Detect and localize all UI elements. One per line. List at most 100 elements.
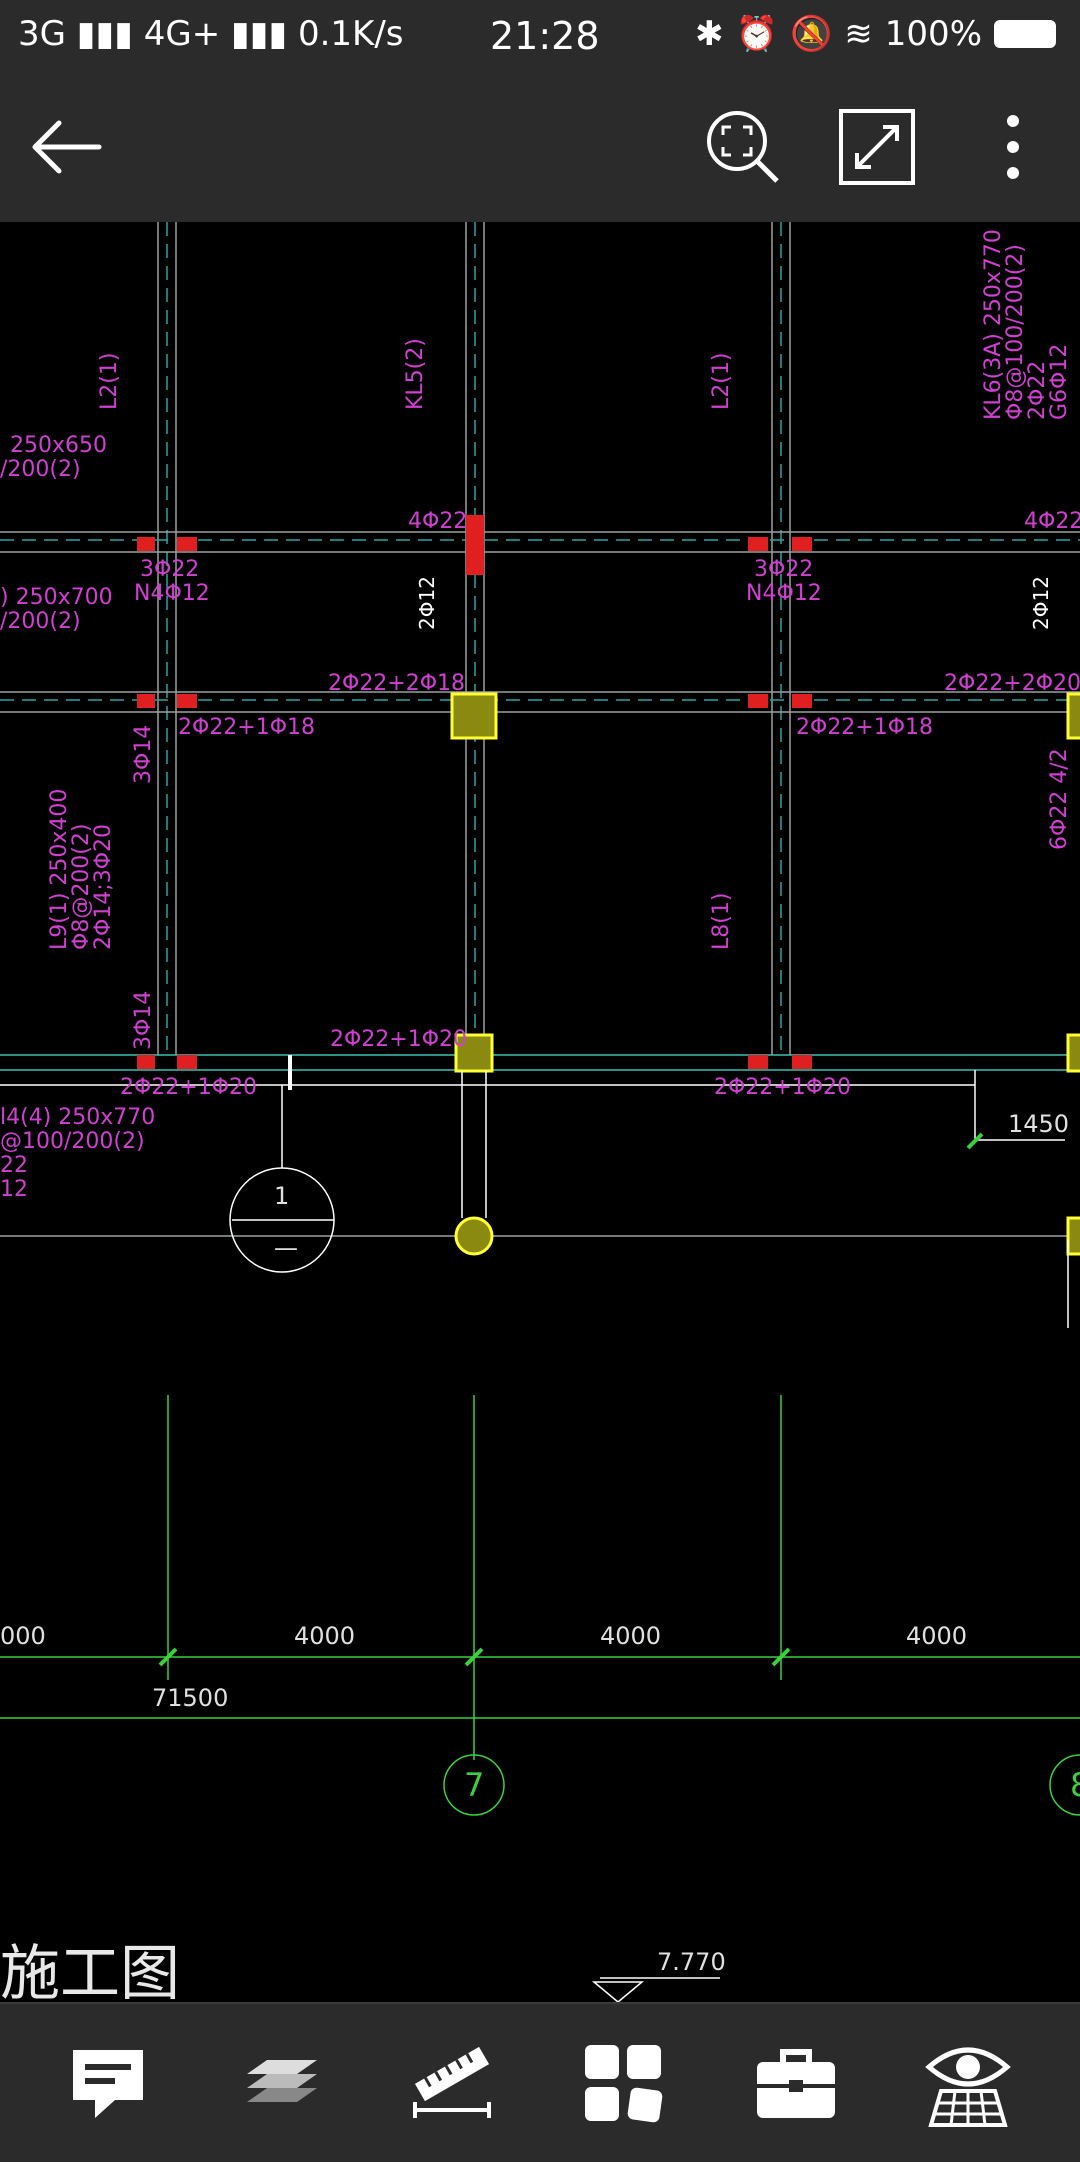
measure-icon [413, 2046, 491, 2118]
label-kl4: l4(4) 250x770 [0, 1105, 155, 1130]
toolbox-icon [757, 2049, 835, 2118]
clock: 21:28 [490, 14, 600, 58]
dim-71500: 71500 [152, 1684, 228, 1712]
dimension-lines [0, 1132, 1080, 1816]
layers-icon [247, 2060, 317, 2102]
label-2-12-b: 2Φ12 [1029, 576, 1053, 630]
axis-lines [0, 222, 1080, 1055]
more-vert-icon [1007, 115, 1019, 179]
label-3-22-b: 3Φ22 [754, 557, 813, 582]
speed-label: 0.1K/s [297, 14, 404, 54]
label-kl6-b: Φ8@100/200(2) [1003, 244, 1028, 420]
dim-4000-c: 4000 [906, 1622, 967, 1650]
cad-drawing[interactable]: L2(1) KL5(2) L2(1) KL6(3A) 250x770 Φ8@10… [0, 222, 1080, 2009]
label-4-22-b: 4Φ22 [1024, 509, 1080, 534]
dim-4000-b: 4000 [600, 1622, 661, 1650]
axis-7-label: 7 [464, 1766, 484, 1804]
zoom-extents-icon [707, 111, 779, 183]
label-kl4-d: 12 [0, 1177, 28, 1202]
label-2-22-20-top: 2Φ22+2Φ20 [944, 671, 1080, 696]
status-left: 3G ▮▮▮ 4G+ ▮▮▮ 0.1K/s [18, 14, 404, 54]
dim-4000-a: 4000 [294, 1622, 355, 1650]
rebar-side-text: 2Φ12 2Φ12 [415, 576, 1053, 630]
axis-labels: 7 8 [464, 1766, 1080, 1804]
battery-label: 100% [884, 14, 982, 54]
label-kl6: KL6(3A) 250x770 [981, 229, 1006, 420]
label-n4-b: N4Φ12 [746, 581, 822, 606]
label-beam-b2: /200(2) [0, 609, 81, 634]
dim-1450: 1450 [1008, 1110, 1069, 1138]
beam-lines [0, 531, 1080, 713]
label-l9: L9(1) 250x400 [47, 789, 72, 950]
label-2-22-1-18-b: 2Φ22+1Φ18 [796, 715, 933, 740]
elevation-value: 7.770 [657, 1948, 726, 1976]
label-beam-b: ) 250x700 [0, 585, 113, 610]
drawing-title: 施工图 [0, 1939, 180, 2002]
label-6-22: 6Φ22 4/2 [1047, 748, 1072, 850]
dimension-text: 1450 1 — 000 4000 4000 4000 71500 7.770 [0, 1110, 1069, 1976]
label-n4-a: N4Φ12 [134, 581, 210, 606]
label-2-22-1-20-a: 2Φ22+1Φ20 [330, 1027, 467, 1052]
toolbox-button[interactable] [746, 2034, 846, 2134]
bottom-toolbar [0, 2002, 1080, 2162]
label-l2-right: L2(1) [709, 353, 734, 410]
label-l9-c: 2Φ14;3Φ20 [91, 824, 116, 950]
columns [450, 692, 1080, 1256]
back-button[interactable] [22, 102, 112, 192]
comment-icon [73, 2050, 143, 2118]
label-l2-left: L2(1) [97, 353, 122, 410]
network-label: 3G [18, 14, 66, 54]
section-marker [229, 1055, 1069, 1328]
grid-apps-icon [585, 2045, 663, 2123]
signal2-icon: ▮▮▮ [231, 14, 288, 54]
edge-lines [0, 1054, 1080, 1071]
back-arrow-icon [32, 120, 102, 174]
section-number: 1 [274, 1182, 289, 1210]
label-l8: L8(1) [709, 893, 734, 950]
label-3-22-a: 3Φ22 [140, 557, 199, 582]
label-4-22-a: 4Φ22 [408, 509, 467, 534]
wifi-icon: ≋ [844, 14, 873, 54]
label-3-14-b: 3Φ14 [131, 991, 156, 1050]
label-beam-a2: /200(2) [0, 457, 81, 482]
dim-000: 000 [0, 1622, 46, 1650]
fullscreen-button[interactable] [832, 102, 922, 192]
annotation-text: L2(1) KL5(2) L2(1) KL6(3A) 250x770 Φ8@10… [0, 229, 1080, 1202]
label-2-22-1-20-b: 2Φ22+1Φ20 [120, 1075, 257, 1100]
battery-icon [994, 20, 1056, 48]
label-3-14-a: 3Φ14 [131, 725, 156, 784]
rebar-marks [137, 515, 812, 1069]
label-kl4-c: 22 [0, 1153, 28, 1178]
label-kl6-c: 2Φ22 [1025, 361, 1050, 420]
network2-label: 4G+ [143, 14, 221, 54]
label-kl4-b: @100/200(2) [0, 1129, 145, 1154]
status-right: ✱ ⏰ 🔕 ≋ 100% [695, 14, 1056, 54]
mute-icon: 🔕 [789, 14, 833, 54]
layers-button[interactable] [230, 2034, 330, 2134]
view-button[interactable] [918, 2034, 1018, 2134]
label-kl6-d: G6Φ12 [1047, 344, 1072, 420]
view-icon [925, 2047, 1011, 2127]
label-l9-b: Φ8@200(2) [69, 824, 94, 950]
fullscreen-icon [839, 109, 915, 185]
column-lines [157, 222, 791, 1055]
signal-icon: ▮▮▮ [76, 14, 133, 54]
drawing-canvas[interactable]: L2(1) KL5(2) L2(1) KL6(3A) 250x770 Φ8@10… [0, 222, 1080, 2009]
label-2-12-a: 2Φ12 [415, 576, 439, 630]
section-denominator: — [274, 1234, 298, 1262]
measure-button[interactable] [402, 2034, 502, 2134]
comment-button[interactable] [58, 2034, 158, 2134]
label-kl5: KL5(2) [403, 338, 428, 410]
zoom-extents-button[interactable] [698, 102, 788, 192]
more-options-button[interactable] [968, 102, 1058, 192]
apps-button[interactable] [574, 2034, 674, 2134]
elevation-marker [591, 1977, 720, 2003]
label-2-22-18-top: 2Φ22+2Φ18 [328, 671, 465, 696]
label-2-22-1-20-c: 2Φ22+1Φ20 [714, 1075, 851, 1100]
app-bar [0, 72, 1080, 222]
alarm-icon: ⏰ [735, 14, 778, 54]
bluetooth-icon: ✱ [695, 14, 724, 54]
status-bar: 3G ▮▮▮ 4G+ ▮▮▮ 0.1K/s 21:28 ✱ ⏰ 🔕 ≋ 100% [0, 0, 1080, 72]
label-2-22-1-18-a: 2Φ22+1Φ18 [178, 715, 315, 740]
label-beam-a: 250x650 [10, 433, 107, 458]
